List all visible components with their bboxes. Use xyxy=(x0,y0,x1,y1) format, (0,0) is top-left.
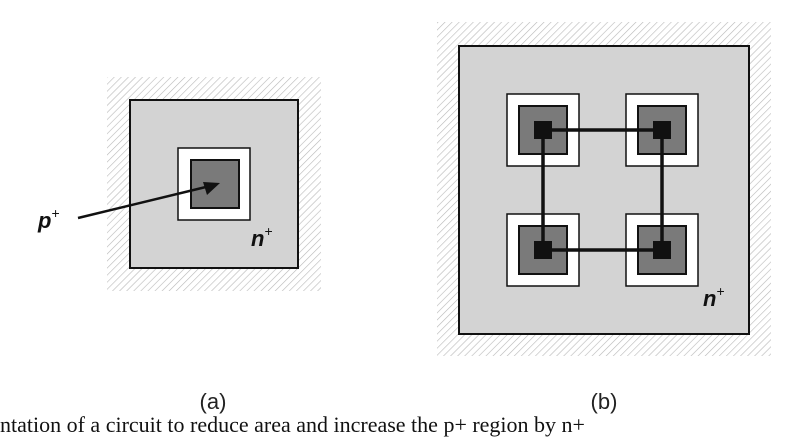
caption-b: (b) xyxy=(591,389,618,414)
p-plus-label: p+ xyxy=(37,205,60,233)
pointer-arrowhead xyxy=(203,182,220,195)
n-plus-label-a: n+ xyxy=(251,223,273,251)
panel-a: p+ n+ (a) xyxy=(37,77,321,414)
contact-bottom-left xyxy=(534,241,552,259)
contact-bottom-right xyxy=(653,241,671,259)
interconnect xyxy=(541,128,664,252)
figure-caption-fragment: ntation of a circuit to reduce area and … xyxy=(0,412,585,437)
caption-a: (a) xyxy=(200,389,227,414)
panel-b: n+ (b) xyxy=(437,22,771,414)
pointer-arrow-line xyxy=(77,184,211,220)
contact-top-right xyxy=(653,121,671,139)
contact-top-left xyxy=(534,121,552,139)
n-plus-label-b: n+ xyxy=(703,283,725,311)
